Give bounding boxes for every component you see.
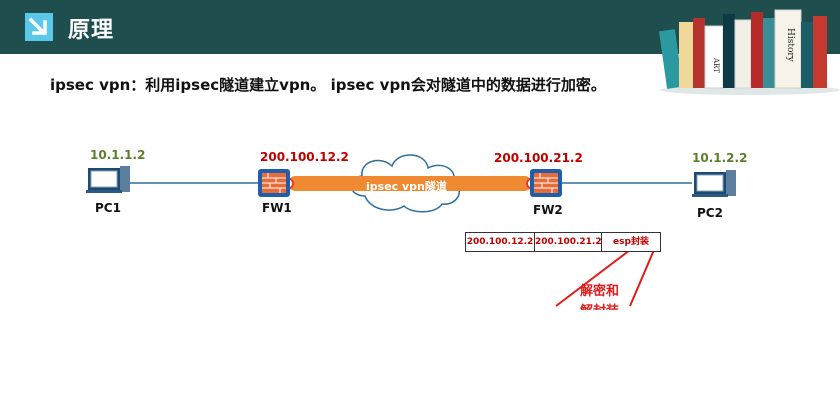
subtitle-text: ipsec vpn：利用ipsec隧道建立vpn。 ipsec vpn会对隧道中… <box>50 76 606 94</box>
arrow-down-right-icon <box>25 13 53 41</box>
decrypt-callout-lines <box>555 249 655 307</box>
decrypt-note: 解密和 <box>580 284 620 299</box>
packet-dst-ip: 200.100.21.2 <box>535 233 602 251</box>
pc1-ip-label: 10.1.1.2 <box>90 148 146 162</box>
books-illustration: ART History <box>659 9 840 95</box>
decrypt-note-cut: 解封装 <box>575 300 635 310</box>
packet-esp: esp封装 <box>613 237 649 247</box>
packet-src-ip: 200.100.12.2 <box>466 233 535 251</box>
fw2-ip-label: 200.100.21.2 <box>494 151 583 165</box>
pc1-computer-icon <box>86 166 130 193</box>
pc1-label: PC1 <box>95 201 121 215</box>
decrypt-note-line2: 解封装 <box>580 300 635 310</box>
fw2-firewall-icon <box>530 169 562 197</box>
pc2-ip-label: 10.1.2.2 <box>692 151 748 165</box>
fw1-label: FW1 <box>262 201 292 215</box>
pc2-computer-icon <box>692 170 736 197</box>
tunnel-label: ipsec vpn隧道 <box>366 180 447 193</box>
fw2-label: FW2 <box>533 203 563 217</box>
page-title: 原理 <box>68 18 115 43</box>
fw1-ip-label: 200.100.12.2 <box>260 150 349 164</box>
book-spine-art: ART <box>712 57 720 73</box>
fw1-firewall-icon <box>258 169 290 197</box>
pc2-label: PC2 <box>697 206 723 220</box>
packet-header-table: 200.100.12.2 200.100.21.2 esp封装 <box>465 232 661 252</box>
book-spine-history: History <box>785 28 795 63</box>
